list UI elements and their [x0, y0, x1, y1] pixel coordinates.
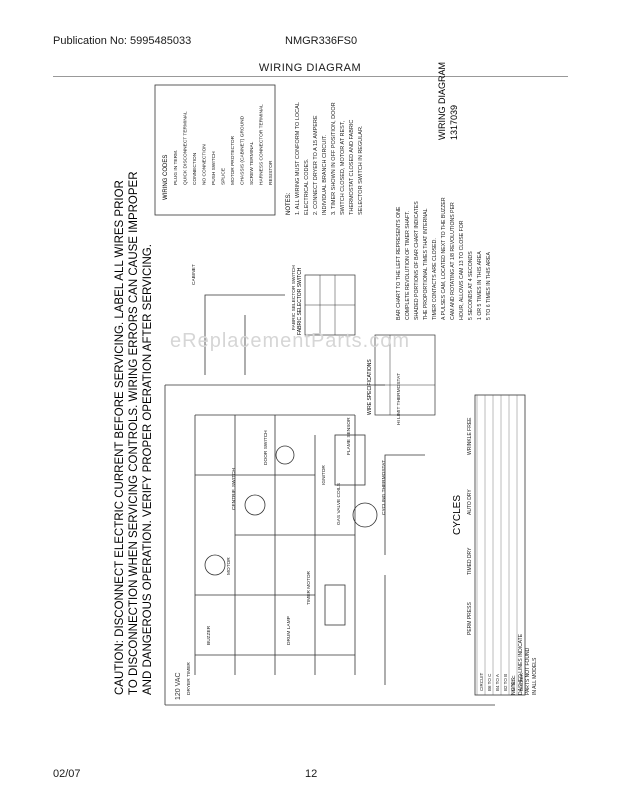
- cycle-circuit-label: CIRCUIT: [479, 673, 484, 691]
- bar-chart-note-line: A PULSES CAM, LOCATED NEXT TO THE BUZZER: [441, 197, 447, 320]
- page-title: WIRING DIAGRAM: [258, 62, 362, 74]
- bar-chart-note-line: TIMER CONTACTS ARE CLOSED.: [432, 238, 438, 320]
- schematic: 120 VAC: [164, 294, 495, 706]
- note-line: 2. CONNECT DRYER TO A 15 AMPERE: [313, 115, 319, 215]
- bar-chart-note-line: CAM AND ROTATING AT 1/8 REVOLUTIONS PER: [450, 202, 456, 320]
- bottom-note-line: NOTES:: [511, 676, 517, 695]
- wiring-code-item: PLUG IN TERM.: [173, 150, 179, 185]
- cycle-circuit-label: M TO C: [511, 675, 516, 691]
- model-number: NMGR336FS0: [285, 35, 358, 47]
- wire-specs-table: WIRE SPECIFICATIONS: [367, 334, 436, 416]
- component-label: DRYER TIMER: [186, 662, 192, 695]
- diagram-number: 1317039: [449, 105, 459, 140]
- cycle-label: TIMED DRY: [467, 547, 473, 575]
- wiring-codes-box: WIRING CODES PLUG IN TERM. QUICK DISCONNE…: [154, 84, 276, 216]
- bar-chart-note-line: HOUR, ALLOWS CAM 13 TO CLOSE FOR: [459, 220, 465, 320]
- bar-chart-note-line: THE PROPORTIONAL TIMES THAT INTERNAL: [423, 208, 429, 320]
- component-label: FABRIC SELECTOR SWITCH: [291, 265, 297, 330]
- notes-title: NOTES:: [286, 192, 292, 215]
- cycle-circuit-label: B4 TO A: [495, 674, 500, 691]
- wiring-codes-title: WIRING CODES: [163, 155, 169, 200]
- wiring-code-item: PUSH SWITCH: [211, 151, 217, 185]
- cycle-circuit-label: B2 TO B: [503, 674, 508, 691]
- component-label: CENTRIF. SWITCH: [231, 468, 237, 510]
- cycle-circuit-label: B6 TO C: [487, 673, 492, 691]
- component-label: IGNITOR: [321, 465, 327, 485]
- note-line: ELECTRICAL CODES.: [304, 158, 310, 215]
- note-line: INDIVIDUAL BRANCH CIRCUIT.: [322, 134, 328, 215]
- diagram-title: WIRING DIAGRAM: [437, 62, 447, 140]
- component-label: HI LIMIT THERMOSTAT: [396, 373, 402, 425]
- wiring-code-item: QUICK DISCONNECT TERMINAL: [183, 111, 189, 185]
- wiring-code-item: CONNECTION: [192, 152, 198, 185]
- page-number: 12: [305, 768, 318, 780]
- fabric-selector-table: FABRIC SELECTOR SWITCH: [297, 267, 356, 336]
- voltage-label: 120 VAC: [175, 673, 182, 701]
- wire-specs-title: WIRE SPECIFICATIONS: [367, 359, 373, 415]
- wiring-code-item: HARNESS CONNECTOR TERMINAL: [259, 104, 265, 185]
- wiring-code-item: SCREW TERMINAL: [249, 141, 255, 185]
- wiring-code-item: SPLICE: [221, 168, 227, 185]
- bar-chart-note-line: 1 OR 5 TIMES IN THIS AREA: [477, 251, 483, 320]
- component-label: MOTOR: [226, 557, 232, 575]
- rotated-diagram: CAUTION: DISCONNECT ELECTRIC CURRENT BEF…: [114, 62, 538, 706]
- note-line: SWITCH CLOSED, MOTOR AT REST,: [340, 120, 346, 215]
- wiring-code-item: NO CONNECTION: [202, 144, 208, 185]
- note-line: 3. TIMER SHOWN IN OFF POSITION, DOOR: [331, 102, 337, 215]
- caution-line-1: CAUTION: DISCONNECT ELECTRIC CURRENT BEF…: [114, 180, 126, 695]
- component-label: DRUM LAMP: [286, 616, 292, 645]
- caution-line-3: AND DANGEROUS OPERATION. VERIFY PROPER O…: [142, 244, 154, 695]
- bar-chart-note-line: BAR CHART TO THE LEFT REPRESENTS ONE: [396, 206, 402, 320]
- component-label: GAS VALVE COILS: [336, 483, 342, 525]
- notes-block: NOTES: 1. ALL WIRING MUST CONFORM TO LOC…: [286, 102, 364, 215]
- footer-date: 02/07: [53, 768, 81, 780]
- wiring-code-item: RESISTOR: [268, 160, 274, 185]
- bottom-note-line: IN ALL MODELS: [532, 657, 538, 695]
- cycles-title: CYCLES: [452, 495, 463, 535]
- component-label: FLAME SENSOR: [346, 417, 352, 455]
- cycle-label: AUTO DRY: [467, 489, 473, 515]
- fabric-switch-title: FABRIC SELECTOR SWITCH: [297, 267, 303, 335]
- cycle-label: PERM PRESS: [467, 602, 473, 635]
- component-label: BUZZER: [206, 625, 212, 645]
- note-line: THERMOSTAT CLOSED AND FABRIC: [349, 120, 355, 215]
- bottom-note-line: DASHED LINES INDICATE: [518, 633, 524, 695]
- cycle-label: WRINKLE FREE: [467, 417, 473, 455]
- cycle-circuit-label: BUZZER: [519, 672, 524, 691]
- bar-chart-note-line: SHADED PORTIONS OF BAR CHART INDICATES: [414, 201, 420, 320]
- bar-chart-note-line: 5 TO 6 TIMES IN THIS AREA: [486, 252, 492, 320]
- publication-number: Publication No: 5995485033: [53, 35, 192, 47]
- component-label: CYCLING THERMOSTAT: [381, 460, 387, 515]
- note-line: 1. ALL WIRING MUST CONFORM TO LOCAL: [295, 102, 301, 215]
- note-line: SELECTOR SWITCH IN REGULAR.: [358, 125, 364, 215]
- caution-line-2: TO DISCONNECTION WHEN SERVICING CONTROLS…: [128, 171, 140, 695]
- bar-chart-note-line: 5 SECONDS AT 4 SECONDS: [468, 251, 474, 320]
- bar-chart-note-line: COMPLETE REVOLUTION OF TIMER SHAFT.: [405, 211, 411, 320]
- watermark-text: eReplacementParts.com: [170, 330, 410, 352]
- wiring-code-item: CHASSIS (CABINET) GROUND: [240, 115, 246, 185]
- bottom-note-line: PARTS NOT FOUND: [525, 647, 531, 695]
- component-label: CABINET: [191, 264, 197, 285]
- wiring-code-item: MOTOR PROTECTOR: [230, 135, 236, 185]
- component-label: TIMER MOTOR: [306, 570, 312, 605]
- header-divider: [53, 76, 568, 77]
- component-label: DOOR SWITCH: [263, 430, 269, 465]
